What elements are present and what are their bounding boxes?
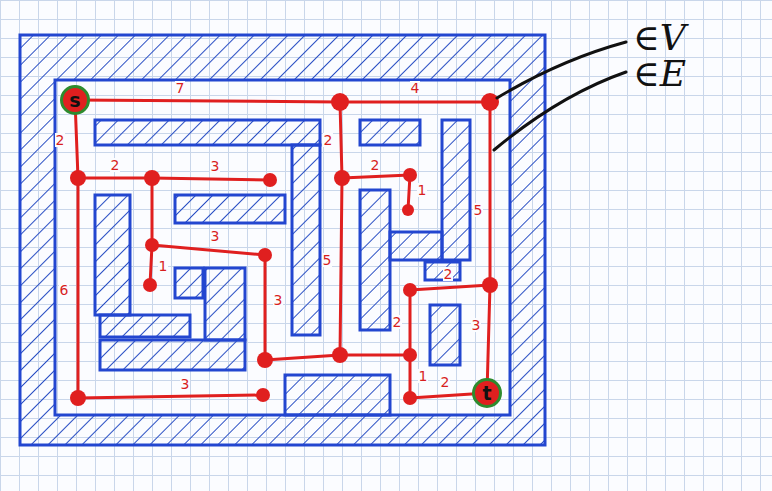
edge-weight: 4: [410, 81, 421, 95]
edge-weight: 1: [418, 369, 429, 383]
vertex-name: t: [482, 384, 491, 403]
edge-weight: 3: [210, 229, 221, 243]
edge-weight: 3: [210, 159, 221, 173]
edge-weight: 2: [55, 133, 66, 147]
vertex-name: s: [69, 91, 80, 110]
edge-weight: 2: [370, 158, 381, 172]
edge-weight: 7: [175, 81, 186, 95]
edge-weight: 1: [158, 259, 169, 273]
set-annotation: ∈V: [632, 20, 687, 56]
vertex-circle: t: [472, 378, 502, 408]
edge-weight: 2: [443, 267, 454, 281]
edge-weight: 3: [180, 377, 191, 391]
edge-weight: 2: [323, 133, 334, 147]
edge-weight: 3: [273, 293, 284, 307]
edge-weight: 2: [110, 158, 121, 172]
edge-weight: 5: [473, 203, 484, 217]
edge-weight: 6: [59, 283, 70, 297]
vertex-circle: s: [60, 85, 90, 115]
set-annotation: ∈E: [632, 56, 687, 92]
edge-weight: 5: [322, 253, 333, 267]
edge-weight: 3: [471, 318, 482, 332]
edge-weight: 2: [392, 315, 403, 329]
edge-weight: 1: [417, 183, 428, 197]
edge-weight: 2: [440, 375, 451, 389]
